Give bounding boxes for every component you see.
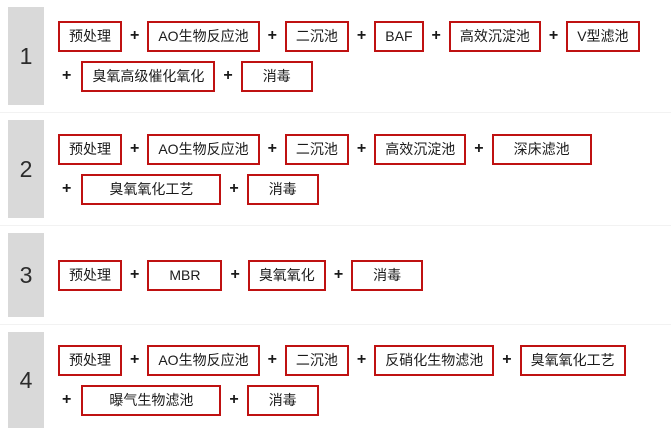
row-index-badge: 2 (8, 120, 44, 218)
process-step[interactable]: 二沉池 (284, 133, 349, 165)
process-step[interactable]: 臭氧氧化工艺 (519, 344, 626, 376)
process-step[interactable]: 预处理 (58, 259, 122, 291)
flow-line: 预处理 + AO生物反应池 + 二沉池 + BAF + 高效沉淀池 + V型滤池 (58, 20, 671, 52)
row-index-cell: 4 (0, 325, 44, 435)
plus-connector-icon: + (223, 67, 233, 84)
plus-connector-icon: + (356, 140, 367, 157)
process-step[interactable]: AO生物反应池 (147, 133, 260, 165)
flow-line: + 臭氧高级催化氧化 + 消毒 (58, 60, 671, 92)
row-index-badge: 3 (8, 233, 44, 317)
process-flow: 预处理 + AO生物反应池 + 二沉池 + 高效沉淀池 + 深床滤池 + 臭氧氧… (44, 113, 671, 225)
process-step[interactable]: BAF (374, 20, 424, 52)
plus-connector-icon: + (267, 27, 277, 44)
scheme-row: 4 预处理 + AO生物反应池 + 二沉池 + 反硝化生物滤池 + 臭氧氧化工艺… (0, 325, 671, 435)
flow-line: 预处理 + AO生物反应池 + 二沉池 + 高效沉淀池 + 深床滤池 (58, 133, 671, 165)
plus-connector-icon: + (130, 351, 140, 368)
scheme-row: 3 预处理 + MBR + 臭氧氧化 + 消毒 (0, 226, 671, 325)
plus-connector-icon: + (130, 266, 140, 283)
process-step[interactable]: 预处理 (58, 344, 122, 376)
plus-connector-icon: + (502, 351, 512, 368)
flow-line: + 臭氧氧化工艺 + 消毒 (58, 173, 671, 205)
process-step[interactable]: 消毒 (351, 259, 424, 291)
process-step[interactable]: 消毒 (246, 173, 319, 205)
plus-connector-icon: + (267, 351, 277, 368)
process-step[interactable]: 高效沉淀池 (374, 133, 467, 165)
plus-connector-icon: + (62, 391, 72, 408)
process-flow: 预处理 + AO生物反应池 + 二沉池 + 反硝化生物滤池 + 臭氧氧化工艺 +… (44, 325, 671, 435)
plus-connector-icon: + (431, 27, 441, 44)
flow-line: 预处理 + AO生物反应池 + 二沉池 + 反硝化生物滤池 + 臭氧氧化工艺 (58, 344, 671, 376)
process-step[interactable]: 消毒 (246, 384, 319, 416)
process-step[interactable]: 臭氧氧化工艺 (81, 173, 222, 205)
process-step[interactable]: 消毒 (240, 60, 313, 92)
plus-connector-icon: + (130, 27, 140, 44)
process-step[interactable]: 预处理 (58, 133, 122, 165)
plus-connector-icon: + (356, 27, 367, 44)
process-flow: 预处理 + MBR + 臭氧氧化 + 消毒 (44, 226, 671, 324)
scheme-row: 2 预处理 + AO生物反应池 + 二沉池 + 高效沉淀池 + 深床滤池 + 臭… (0, 113, 671, 226)
plus-connector-icon: + (62, 180, 72, 197)
process-step[interactable]: V型滤池 (566, 20, 640, 52)
process-step[interactable]: 预处理 (58, 20, 122, 52)
plus-connector-icon: + (548, 27, 559, 44)
row-index-badge: 1 (8, 7, 44, 105)
process-step[interactable]: 二沉池 (284, 344, 349, 376)
plus-connector-icon: + (229, 391, 239, 408)
process-step[interactable]: 高效沉淀池 (448, 20, 541, 52)
process-step[interactable]: 臭氧氧化 (247, 259, 326, 291)
process-step[interactable]: 反硝化生物滤池 (374, 344, 495, 376)
process-step[interactable]: AO生物反应池 (147, 344, 260, 376)
process-step[interactable]: 深床滤池 (491, 133, 592, 165)
process-step[interactable]: 曝气生物滤池 (81, 384, 222, 416)
process-step[interactable]: 臭氧高级催化氧化 (81, 60, 216, 92)
row-index-cell: 2 (0, 113, 44, 225)
plus-connector-icon: + (62, 67, 72, 84)
process-flow: 预处理 + AO生物反应池 + 二沉池 + BAF + 高效沉淀池 + V型滤池… (44, 0, 671, 112)
row-index-badge: 4 (8, 332, 44, 428)
row-index-cell: 3 (0, 226, 44, 324)
plus-connector-icon: + (230, 266, 240, 283)
process-step[interactable]: 二沉池 (284, 20, 349, 52)
process-step[interactable]: MBR (147, 259, 223, 291)
flow-line: + 曝气生物滤池 + 消毒 (58, 384, 671, 416)
row-index-cell: 1 (0, 0, 44, 112)
plus-connector-icon: + (229, 180, 239, 197)
plus-connector-icon: + (333, 266, 344, 283)
process-step[interactable]: AO生物反应池 (147, 20, 260, 52)
plus-connector-icon: + (267, 140, 277, 157)
plus-connector-icon: + (474, 140, 484, 157)
flow-line: 预处理 + MBR + 臭氧氧化 + 消毒 (58, 259, 671, 291)
plus-connector-icon: + (130, 140, 140, 157)
plus-connector-icon: + (356, 351, 367, 368)
scheme-row: 1 预处理 + AO生物反应池 + 二沉池 + BAF + 高效沉淀池 + V型… (0, 0, 671, 113)
